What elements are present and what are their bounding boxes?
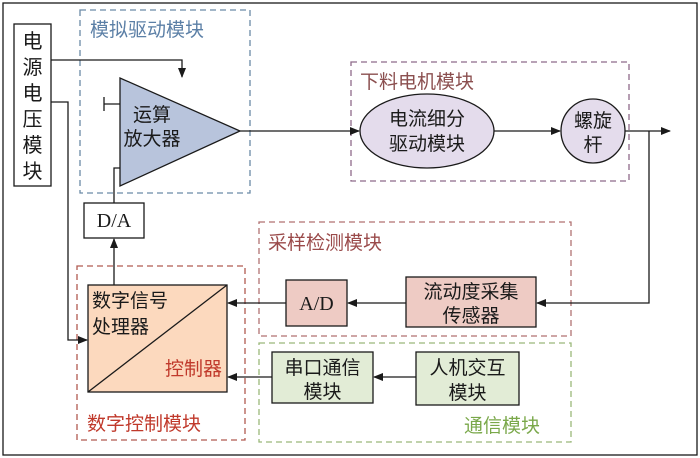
power-supply-label: 电源电压模块 — [23, 29, 43, 183]
dsp-label-line1: 数字信号 — [92, 290, 168, 312]
op-amp-input-bracket — [103, 97, 120, 111]
digital-control-group-label: 数字控制模块 — [87, 413, 201, 435]
op-amp-label-line2: 放大器 — [123, 128, 180, 150]
flow-sensor-block — [405, 276, 537, 328]
flow-sensor-label-line2: 传感器 — [442, 305, 499, 327]
controller-label: 控制器 — [165, 358, 222, 380]
serial-comm-label-line1: 串口通信 — [284, 357, 360, 379]
hmi-block — [415, 351, 520, 406]
power-to-dsp-arrow — [51, 101, 88, 344]
digital-control-group-frame — [76, 265, 246, 441]
serial-comm-label-line2: 模块 — [303, 381, 341, 403]
hmi-label-line2: 模块 — [448, 382, 486, 404]
dac-label: D/A — [97, 210, 132, 232]
adc-block — [285, 279, 348, 327]
feeding-motor-group-frame — [350, 61, 630, 182]
driver-label-line2: 驱动模块 — [389, 133, 465, 155]
feedback-to-sensor-arrow — [536, 131, 650, 307]
dsp-diagonal — [87, 284, 228, 393]
op-amp-label-line1: 运算 — [133, 104, 171, 126]
screw-rod-label-line1: 螺旋 — [574, 110, 612, 132]
feeding-motor-group-label: 下料电机模块 — [360, 71, 474, 93]
dsp-label-line2: 处理器 — [92, 316, 149, 338]
sampling-detection-group-label: 采样检测模块 — [268, 232, 382, 254]
hmi-label-line1: 人机交互 — [429, 357, 505, 379]
dac-block — [83, 202, 145, 239]
analog-drive-group-label: 模拟驱动模块 — [90, 19, 204, 41]
power-supply-block — [13, 23, 52, 187]
communication-group-label: 通信模块 — [464, 415, 540, 437]
communication-group-frame — [258, 342, 572, 443]
power-to-opamp-arrow — [51, 59, 186, 78]
adc-label: A/D — [299, 293, 333, 315]
flow-sensor-label-line1: 流动度采集 — [423, 281, 518, 303]
current-subdivision-driver-ellipse — [359, 93, 495, 169]
dac-to-opamp-line — [113, 167, 120, 203]
op-amp-triangle — [119, 77, 242, 188]
sampling-detection-group-frame — [258, 221, 572, 337]
analog-drive-group-frame — [79, 9, 251, 194]
driver-label-line1: 电流细分 — [389, 108, 465, 130]
screw-rod-label-line2: 杆 — [583, 134, 602, 156]
